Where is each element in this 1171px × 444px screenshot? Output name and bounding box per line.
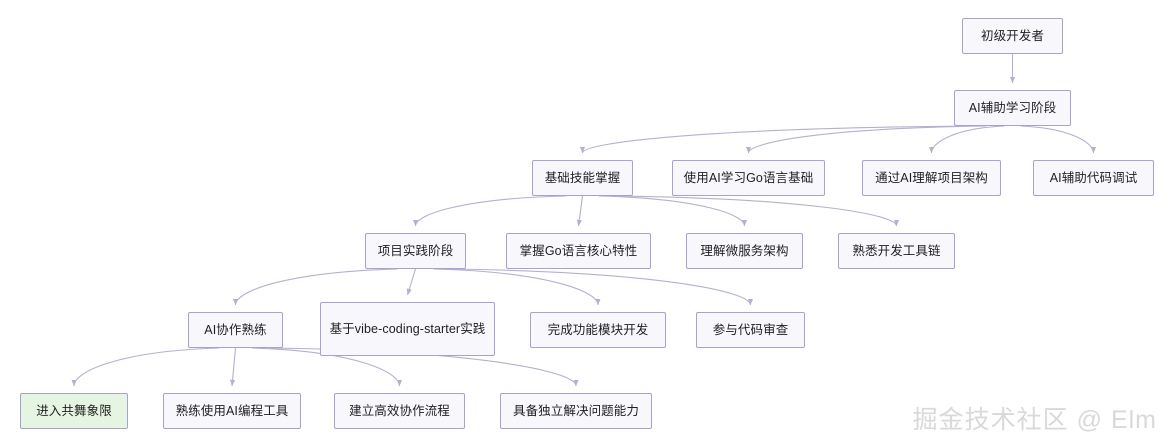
flow-node-n3[interactable]: 基础技能掌握	[532, 160, 633, 196]
flow-edge-n7-n12	[406, 268, 417, 296]
flow-node-label: 项目实践阶段	[377, 243, 454, 258]
flow-node-label: 初级开发者	[980, 28, 1044, 43]
flow-node-label: 通过AI理解项目架构	[875, 170, 988, 185]
flow-edge-n2-n5	[928, 125, 1005, 154]
flow-node-label: 熟练使用AI编程工具	[175, 403, 289, 418]
flow-node-label: 建立高效协作流程	[349, 403, 450, 418]
flow-node-n13[interactable]: 完成功能模块开发	[530, 312, 666, 348]
flow-node-label: AI协作熟练	[204, 322, 267, 337]
flow-edge-n11-n15	[71, 347, 220, 387]
flow-edge-n11-n16	[229, 347, 237, 387]
flow-node-label: 基于vibe-coding-starter实践	[329, 321, 486, 336]
flow-node-n12[interactable]: 基于vibe-coding-starter实践	[320, 302, 495, 356]
flow-node-label: 使用AI学习Go语言基础	[683, 170, 814, 185]
flow-node-label: 完成功能模块开发	[547, 322, 649, 337]
flow-edge-n2-n3	[579, 125, 970, 154]
flow-node-label: 理解微服务架构	[700, 243, 789, 258]
flow-node-n2[interactable]: AI辅助学习阶段	[954, 90, 1071, 126]
flow-edge-n7-n14	[448, 268, 754, 306]
flow-node-n18[interactable]: 具备独立解决问题能力	[500, 393, 652, 429]
flow-edge-n3-n7	[412, 195, 566, 227]
flow-node-label: 基础技能掌握	[544, 170, 621, 185]
flow-node-label: AI辅助代码调试	[1049, 170, 1138, 185]
flow-edge-n3-n8	[576, 195, 584, 227]
flow-edge-n7-n11	[232, 268, 398, 306]
flow-edge-n3-n9	[598, 195, 748, 227]
flow-node-n6[interactable]: AI辅助代码调试	[1033, 160, 1154, 196]
flow-node-label: 熟悉开发工具链	[852, 243, 941, 258]
flow-node-n10[interactable]: 熟悉开发工具链	[838, 233, 955, 269]
flow-edge-n2-n4	[745, 125, 987, 154]
flow-node-label: AI辅助学习阶段	[968, 100, 1057, 115]
flow-node-n1[interactable]: 初级开发者	[962, 18, 1063, 54]
flow-node-n4[interactable]: 使用AI学习Go语言基础	[672, 160, 825, 196]
flow-node-n9[interactable]: 理解微服务架构	[686, 233, 803, 269]
flow-node-n14[interactable]: 参与代码审查	[696, 312, 805, 348]
flow-node-n15[interactable]: 进入共舞象限	[20, 393, 128, 429]
flow-node-n8[interactable]: 掌握Go语言核心特性	[506, 233, 651, 269]
flow-node-n5[interactable]: 通过AI理解项目架构	[862, 160, 1001, 196]
flow-node-label: 参与代码审查	[712, 322, 789, 337]
watermark: 掘金技术社区 @ Elm	[912, 406, 1157, 434]
flow-node-n16[interactable]: 熟练使用AI编程工具	[163, 393, 301, 429]
flow-edge-n3-n10	[613, 195, 900, 227]
flow-node-label: 掌握Go语言核心特性	[519, 243, 638, 258]
flow-node-label: 进入共舞象限	[36, 403, 112, 418]
flow-node-label: 具备独立解决问题能力	[512, 403, 639, 418]
flow-node-n11[interactable]: AI协作熟练	[188, 312, 283, 348]
flow-edge-n2-n6	[1020, 125, 1097, 154]
flow-node-n7[interactable]: 项目实践阶段	[365, 233, 466, 269]
flow-node-n17[interactable]: 建立高效协作流程	[334, 393, 465, 429]
flow-edge-n7-n13	[433, 268, 601, 306]
